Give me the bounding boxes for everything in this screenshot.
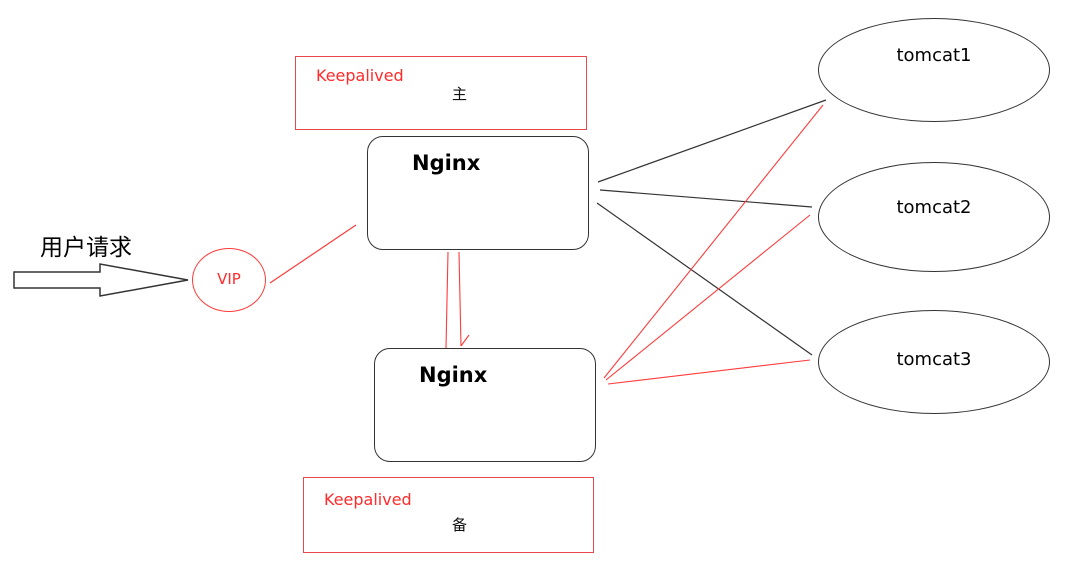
tomcat2-label: tomcat2 xyxy=(896,197,972,218)
vip-to-nginx-link xyxy=(269,224,357,284)
nginx-primary-to-tomcat2-link xyxy=(599,189,813,208)
tomcat3-label: tomcat3 xyxy=(896,349,972,370)
nginx-backup-box: Nginx xyxy=(374,348,596,462)
nginx-backup-to-tomcat1-link xyxy=(603,104,824,379)
tomcat2-node: tomcat2 xyxy=(818,162,1050,272)
request-arrow xyxy=(13,263,189,297)
keepalived-backup-role: 备 xyxy=(452,516,468,534)
vip-node: VIP xyxy=(192,248,266,312)
tomcat3-node: tomcat3 xyxy=(818,310,1050,414)
nginx-primary-to-tomcat3-link xyxy=(596,202,813,356)
keepalived-backup-label: Keepalived xyxy=(324,490,412,509)
keepalived-primary-box: Keepalived 主 xyxy=(295,56,587,130)
nginx-backup-label: Nginx xyxy=(419,363,488,387)
nginx-backup-to-tomcat3-link xyxy=(607,359,811,385)
heartbeat-arrowhead xyxy=(460,334,470,347)
nginx-primary-to-tomcat1-link xyxy=(597,99,827,183)
nginx-primary-box: Nginx xyxy=(367,136,589,250)
heartbeat-link-up xyxy=(458,251,462,347)
keepalived-backup-box: Keepalived 备 xyxy=(303,477,594,553)
nginx-backup-to-tomcat2-link xyxy=(605,214,811,381)
nginx-primary-label: Nginx xyxy=(412,151,481,175)
vip-label: VIP xyxy=(217,270,241,288)
user-request-label: 用户请求 xyxy=(40,235,132,261)
keepalived-primary-label: Keepalived xyxy=(316,66,404,85)
tomcat1-node: tomcat1 xyxy=(818,18,1050,122)
heartbeat-link-down xyxy=(445,251,449,349)
keepalived-primary-role: 主 xyxy=(452,85,468,103)
tomcat1-label: tomcat1 xyxy=(896,45,972,66)
